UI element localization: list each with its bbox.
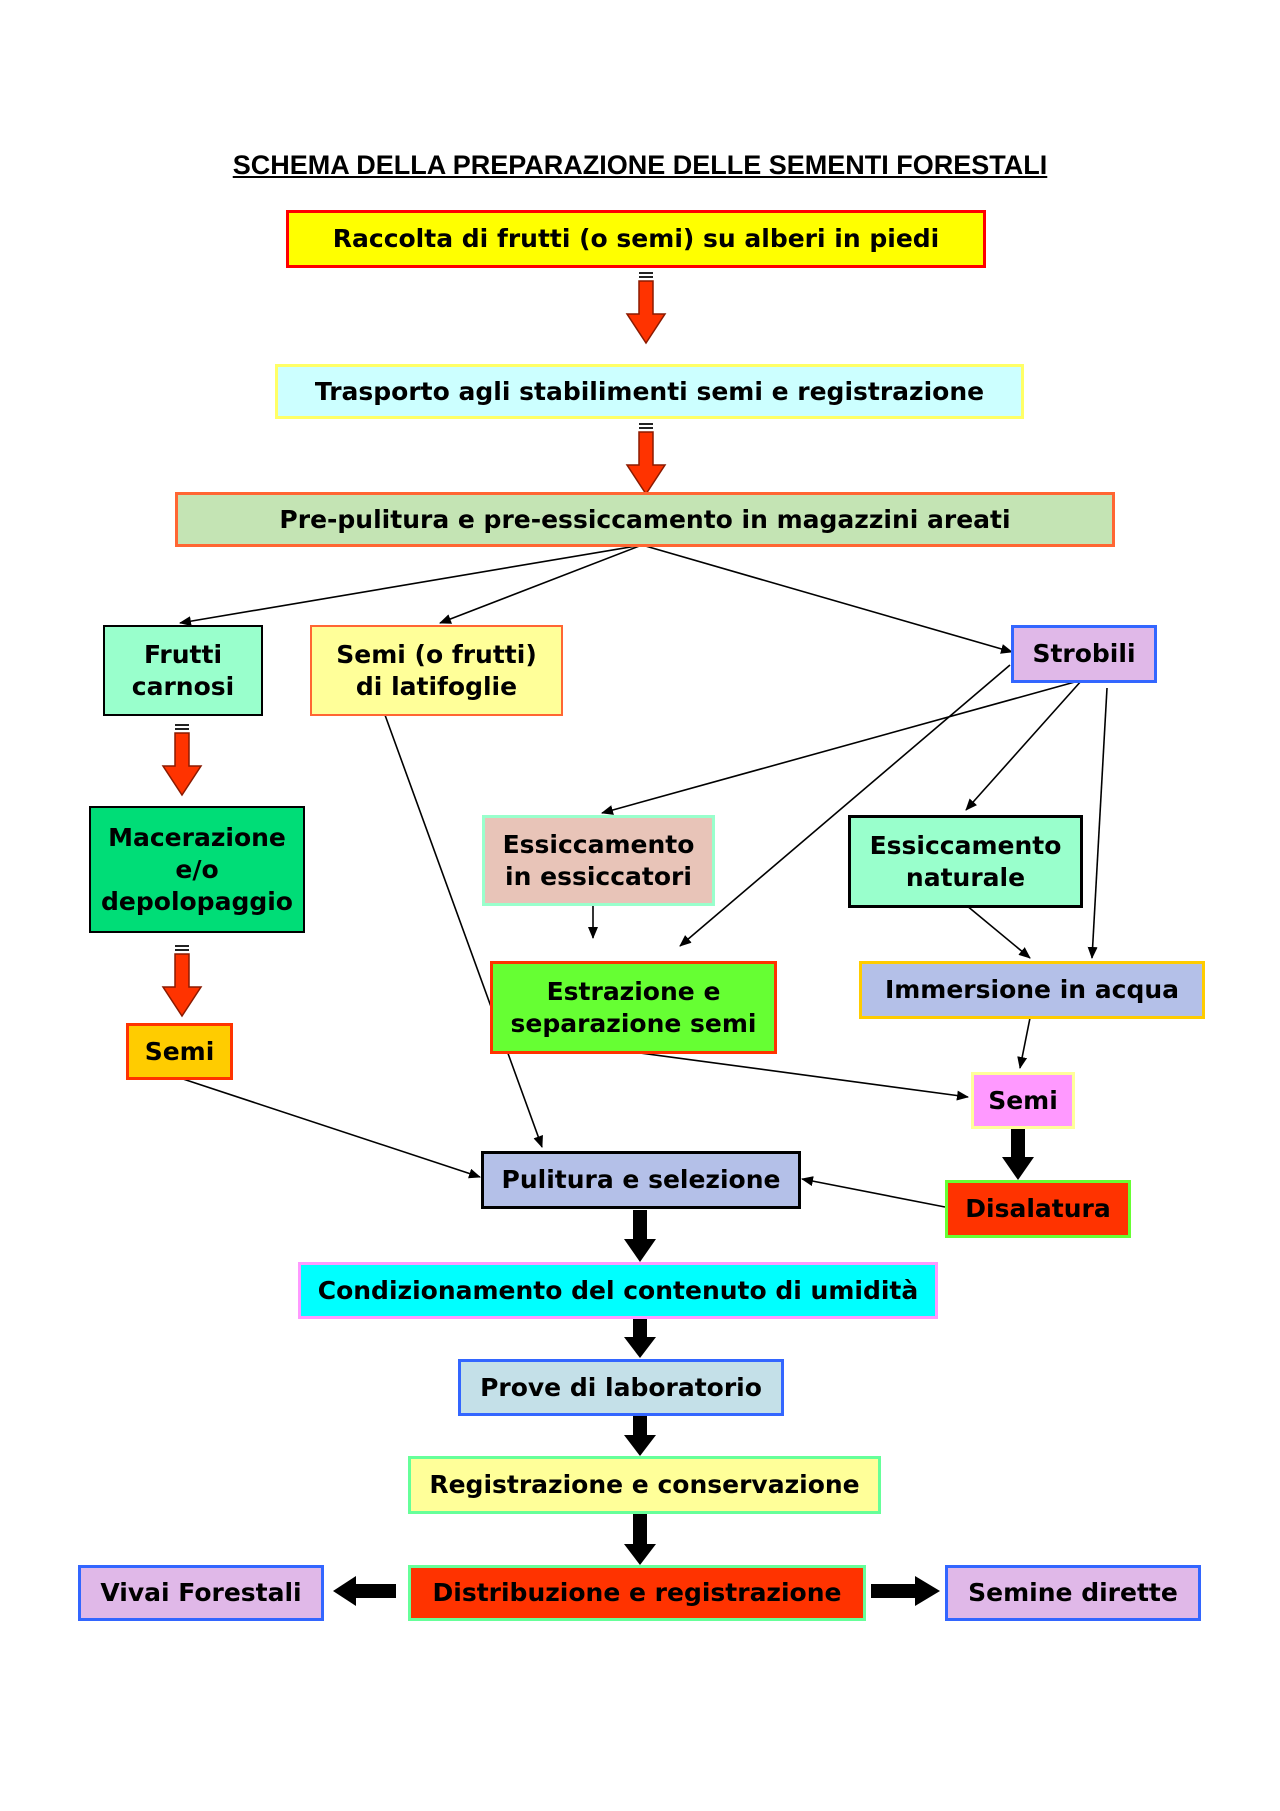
connector-immersione-semi bbox=[1017, 1017, 1031, 1069]
node-estrazione-label: Estrazione e separazione semi bbox=[510, 976, 757, 1038]
node-macerazione-label: Macerazione e/o depolopaggio bbox=[101, 822, 293, 916]
node-semi-left: Semi bbox=[126, 1023, 233, 1080]
node-distribuzione: Distribuzione e registrazione bbox=[408, 1565, 866, 1621]
node-essiccamento-essiccatori-label: Essiccamento in essiccatori bbox=[502, 829, 695, 891]
connector-strobili-essiccatori bbox=[601, 679, 1083, 815]
connector-semi-latifoglie-pulitura bbox=[384, 714, 543, 1148]
node-vivai: Vivai Forestali bbox=[78, 1565, 324, 1621]
red-arrow-icon-1 bbox=[625, 272, 667, 345]
node-semi-left-label: Semi bbox=[144, 1036, 215, 1066]
node-estrazione: Estrazione e separazione semi bbox=[490, 961, 777, 1054]
diagram-title: SCHEMA DELLA PREPARAZIONE DELLE SEMENTI … bbox=[232, 150, 1048, 180]
node-immersione: Immersione in acqua bbox=[859, 961, 1205, 1019]
node-disalatura-label: Disalatura bbox=[965, 1194, 1111, 1223]
node-semine-label: Semine dirette bbox=[968, 1578, 1178, 1607]
node-semi-right-label: Semi bbox=[988, 1085, 1058, 1115]
connector-naturale-immersione bbox=[965, 904, 1031, 959]
red-arrow-icon-4 bbox=[161, 945, 203, 1018]
node-essiccamento-essiccatori: Essiccamento in essiccatori bbox=[482, 815, 715, 906]
node-essiccamento-naturale-label: Essiccamento naturale bbox=[869, 830, 1062, 892]
connector-prepulitura-strobili bbox=[641, 544, 1013, 654]
node-vivai-label: Vivai Forestali bbox=[100, 1578, 302, 1607]
node-registrazione-label: Registrazione e conservazione bbox=[429, 1470, 860, 1499]
node-semi-right: Semi bbox=[971, 1072, 1075, 1129]
node-registrazione: Registrazione e conservazione bbox=[408, 1456, 881, 1514]
connector-strobili-immersione bbox=[1087, 687, 1108, 959]
node-semine: Semine dirette bbox=[945, 1565, 1201, 1621]
node-semi-latifoglie-label: Semi (o frutti) di latifoglie bbox=[336, 639, 537, 701]
connector-strobili-estrazione bbox=[679, 664, 1011, 947]
node-pulitura: Pulitura e selezione bbox=[481, 1151, 801, 1209]
red-arrow-icon-3 bbox=[161, 724, 203, 797]
connector-semi-left-pulitura bbox=[179, 1077, 481, 1179]
node-pulitura-label: Pulitura e selezione bbox=[501, 1165, 781, 1194]
node-essiccamento-naturale: Essiccamento naturale bbox=[848, 815, 1083, 908]
node-condizionamento: Condizionamento del contenuto di umidità bbox=[298, 1262, 938, 1319]
node-prove: Prove di laboratorio bbox=[458, 1359, 784, 1416]
node-immersione-label: Immersione in acqua bbox=[884, 975, 1180, 1004]
node-raccolta: Raccolta di frutti (o semi) su alberi in… bbox=[286, 210, 986, 268]
black-arrow-icon-pulitura-cond bbox=[624, 1210, 656, 1262]
node-prepulitura: Pre-pulitura e pre-essiccamento in magaz… bbox=[175, 492, 1115, 547]
connector-prepulitura-semi-latifoglie bbox=[439, 544, 643, 624]
black-arrow-icon-registrazione-distribuzione bbox=[624, 1514, 656, 1565]
black-arrow-icon-prove-registrazione bbox=[624, 1416, 656, 1456]
node-frutti-carnosi-label: Frutti carnosi bbox=[131, 639, 235, 701]
node-trasporto: Trasporto agli stabilimenti semi e regis… bbox=[275, 364, 1024, 419]
node-prepulitura-label: Pre-pulitura e pre-essiccamento in magaz… bbox=[279, 504, 1011, 534]
connector-prepulitura-frutti bbox=[179, 544, 643, 627]
node-prove-label: Prove di laboratorio bbox=[480, 1372, 762, 1402]
node-raccolta-label: Raccolta di frutti (o semi) su alberi in… bbox=[332, 224, 940, 253]
node-disalatura: Disalatura bbox=[945, 1180, 1131, 1238]
black-arrow-icon-cond-prove bbox=[624, 1318, 656, 1358]
connector-strobili-naturale bbox=[965, 679, 1083, 811]
black-arrow-icon-distribuzione-semine bbox=[871, 1576, 940, 1606]
black-arrow-icon-distribuzione-vivai bbox=[333, 1576, 396, 1606]
node-strobili: Strobili bbox=[1011, 625, 1157, 683]
node-condizionamento-label: Condizionamento del contenuto di umidità bbox=[317, 1275, 919, 1305]
node-semi-latifoglie: Semi (o frutti) di latifoglie bbox=[310, 625, 563, 716]
node-macerazione: Macerazione e/o depolopaggio bbox=[89, 806, 305, 933]
node-trasporto-label: Trasporto agli stabilimenti semi e regis… bbox=[314, 376, 985, 406]
connector-estrazione-semi bbox=[632, 1051, 969, 1101]
connector-disalatura-pulitura bbox=[801, 1176, 946, 1208]
node-frutti-carnosi: Frutti carnosi bbox=[103, 625, 263, 716]
black-arrow-icon-semi-disalatura bbox=[1002, 1128, 1034, 1180]
node-strobili-label: Strobili bbox=[1032, 639, 1136, 668]
node-distribuzione-label: Distribuzione e registrazione bbox=[432, 1578, 842, 1607]
red-arrow-icon-2 bbox=[625, 423, 667, 496]
